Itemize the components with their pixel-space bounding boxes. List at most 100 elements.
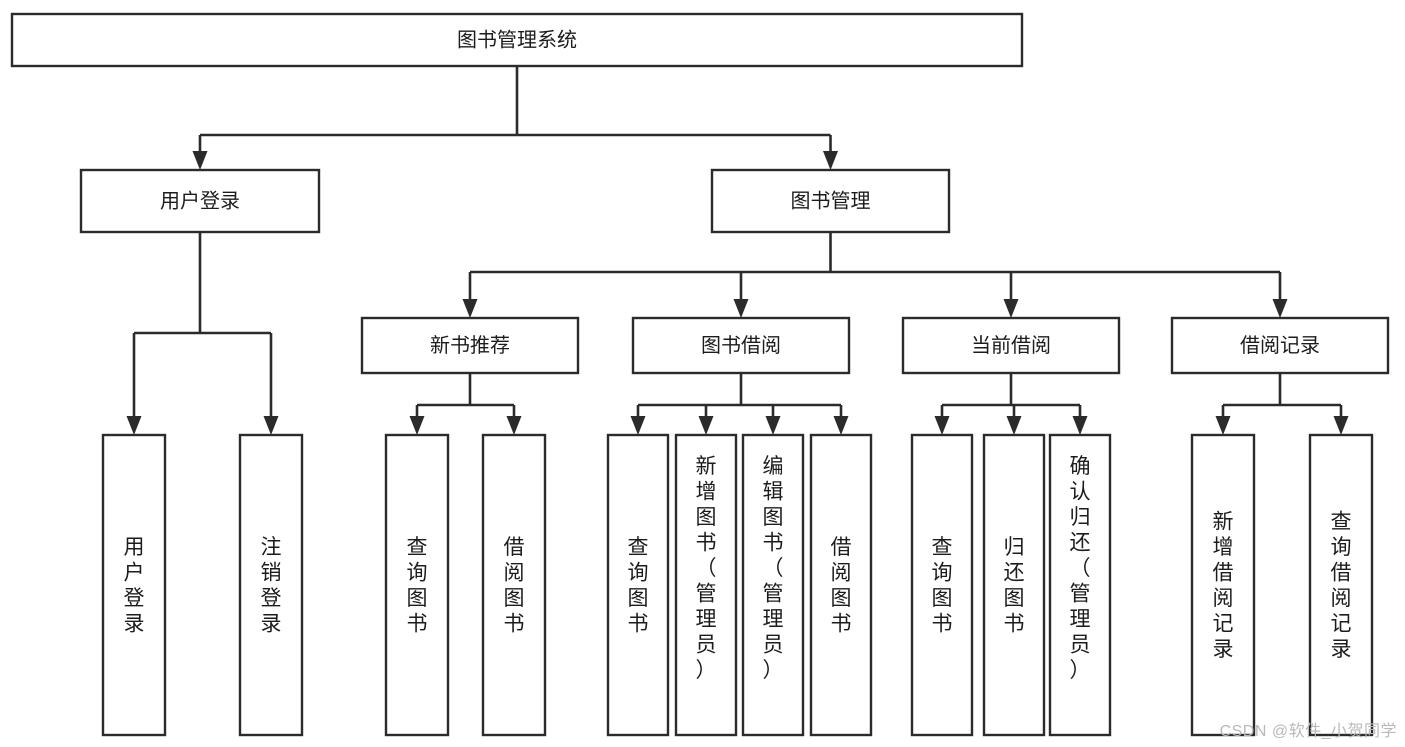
arrow-head-icon [409, 416, 425, 435]
node-label-char: 登 [261, 587, 282, 610]
node-box [710, 168, 951, 234]
node-label-char: 还 [1070, 531, 1091, 554]
node-label-char: 询 [1331, 536, 1352, 559]
node-book-manage[interactable]: 图书管理 [710, 168, 951, 234]
node-box [79, 168, 321, 234]
node-box [360, 316, 580, 375]
node-label-char: 员 [763, 633, 784, 656]
node-root[interactable]: 图书管理系统 [10, 12, 1024, 68]
arrow-head-icon [630, 416, 646, 435]
node-label-char: （ [763, 557, 784, 580]
node-label-char: 理 [1070, 608, 1091, 631]
node-label-char: 书 [1004, 612, 1025, 635]
node-label-char: 用 [124, 536, 145, 559]
node-label-char: 记 [1331, 612, 1352, 635]
node-label-char: 员 [1070, 633, 1091, 656]
node-box [101, 433, 167, 737]
node-borrow-record[interactable]: 借阅记录 [1170, 316, 1390, 375]
node-label-char: 辑 [763, 480, 784, 503]
node-label-char: 查 [628, 536, 649, 559]
node-label-char: 阅 [1331, 587, 1352, 610]
node-label-char: 书 [932, 612, 953, 635]
node-label-char: 借 [1213, 561, 1234, 584]
node-new-book-rec[interactable]: 新书推荐 [360, 316, 580, 375]
node-label-char: 编 [763, 455, 784, 478]
node-label-char: 书 [628, 612, 649, 635]
arrow-head-icon [1272, 299, 1288, 318]
node-box [1170, 316, 1390, 375]
node-label-char: 认 [1070, 480, 1091, 503]
node-label: 用户登录 [160, 189, 240, 212]
node-label-char: 询 [407, 561, 428, 584]
node-label-char: 登 [124, 587, 145, 610]
arrow-head-icon [506, 416, 522, 435]
node-label-char: 管 [696, 582, 717, 605]
arrow-head-icon [1215, 416, 1231, 435]
node-box [910, 433, 974, 737]
node-label: 借阅记录 [1240, 334, 1320, 357]
node-book-borrow[interactable]: 图书借阅 [631, 316, 851, 375]
node-label-char: 确 [1070, 455, 1091, 478]
node-box [901, 316, 1121, 375]
node-label-char: 新 [1213, 510, 1234, 533]
node-label-char: 户 [124, 561, 145, 584]
node-label-char: ） [696, 659, 717, 682]
node-box [10, 12, 1024, 68]
node-label-char: 销 [261, 561, 282, 584]
node-box [1308, 433, 1374, 737]
node-label-char: 书 [831, 612, 852, 635]
node-box [674, 433, 738, 737]
node-label-char: 图 [407, 587, 428, 610]
nodes-layer: 图书管理系统用户登录图书管理新书推荐图书借阅当前借阅借阅记录用户登录注销登录查询… [10, 12, 1390, 737]
node-label-char: 图 [628, 587, 649, 610]
node-box [1190, 433, 1256, 737]
node-label-char: 书 [407, 612, 428, 635]
node-label-char: 图 [696, 506, 717, 529]
arrow-head-icon [462, 299, 478, 318]
node-label: 图书管理 [791, 189, 871, 212]
node-label-char: 查 [1331, 510, 1352, 533]
node-user-login[interactable]: 用户登录 [79, 168, 321, 234]
arrow-head-icon [934, 416, 950, 435]
node-label: 当前借阅 [971, 334, 1051, 357]
node-current-borrow[interactable]: 当前借阅 [901, 316, 1121, 375]
node-label-char: 询 [932, 561, 953, 584]
node-box [809, 433, 873, 737]
node-label: 图书借阅 [701, 334, 781, 357]
node-label-char: 图 [932, 587, 953, 610]
node-label-char: 书 [504, 612, 525, 635]
node-box [481, 433, 547, 737]
node-box [238, 433, 304, 737]
node-box [741, 433, 805, 737]
node-label-char: ） [1070, 659, 1091, 682]
node-label-char: （ [1070, 557, 1091, 580]
node-leaf-user-login[interactable]: 用户登录 [101, 433, 167, 737]
node-label-char: 录 [261, 612, 282, 635]
node-label-char: 新 [696, 455, 717, 478]
node-label-char: 阅 [504, 561, 525, 584]
node-box [982, 433, 1046, 737]
node-label-char: 阅 [831, 561, 852, 584]
node-label: 新书推荐 [430, 334, 510, 357]
node-label-char: ） [763, 659, 784, 682]
node-label-char: 图 [763, 506, 784, 529]
node-box [606, 433, 670, 737]
node-label-char: 注 [261, 536, 282, 559]
arrow-head-icon [823, 151, 838, 170]
edges-layer [126, 66, 1349, 435]
node-label-char: 员 [696, 633, 717, 656]
node-label-char: 增 [1213, 536, 1234, 559]
